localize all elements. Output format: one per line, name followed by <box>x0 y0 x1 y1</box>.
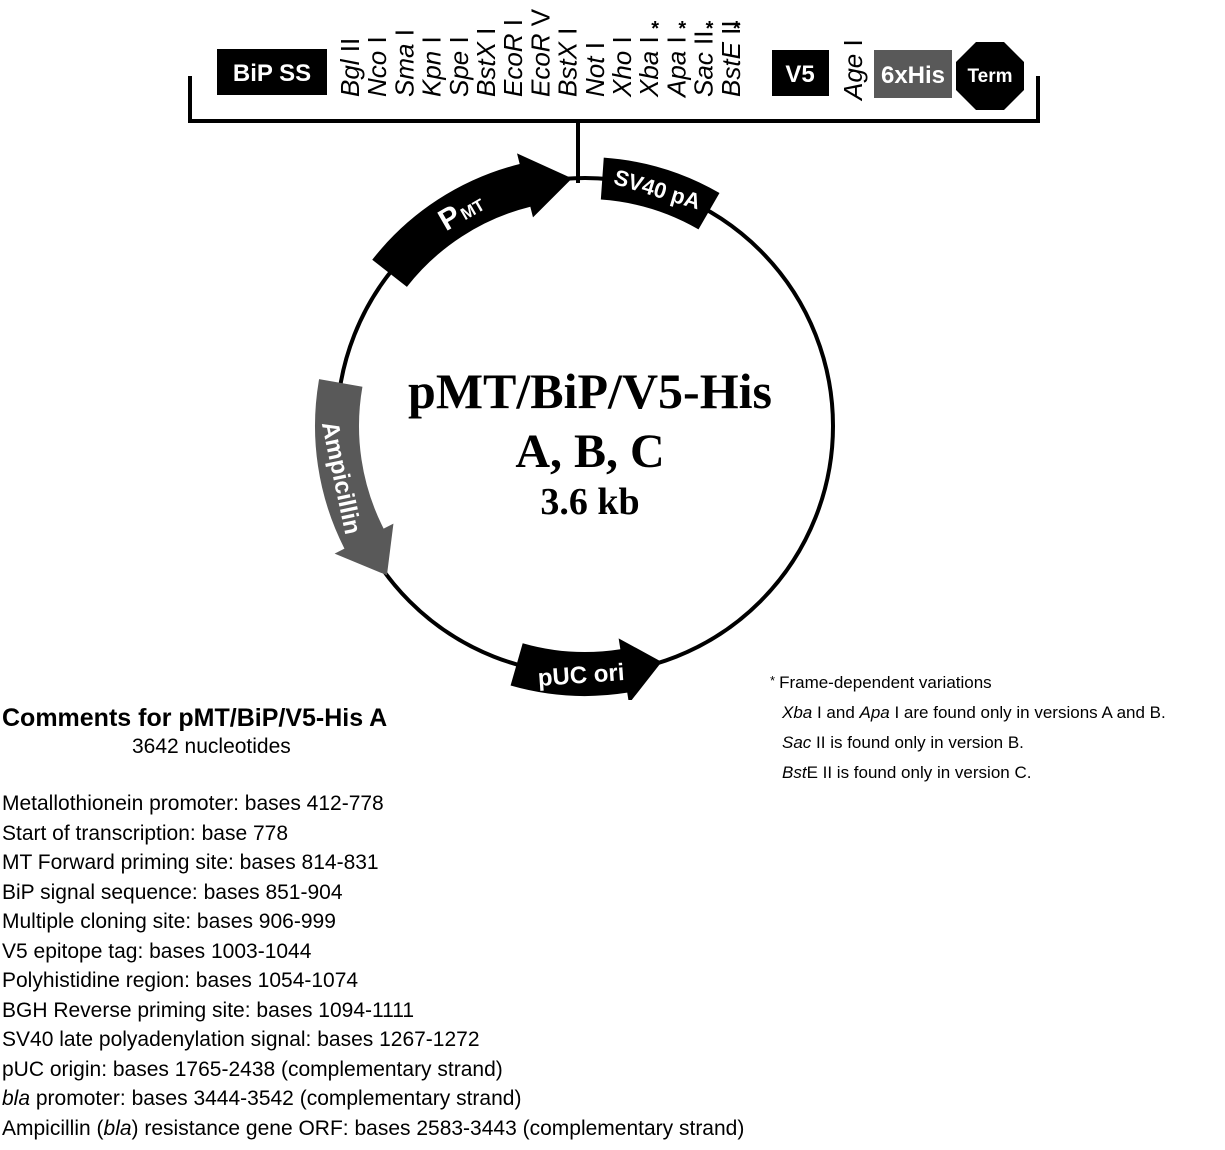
plasmid-name: pMT/BiP/V5-His <box>408 363 772 419</box>
comments-title: Comments for pMT/BiP/V5-His A <box>2 704 388 732</box>
site-kpn-i: Kpn I <box>417 36 447 97</box>
pmt-promoter-arrow <box>372 153 573 287</box>
site-xho-i: Xho I <box>607 36 637 98</box>
frame-variation-star: * <box>651 18 659 40</box>
sv40-pa-box <box>600 157 720 230</box>
site-sac-ii: Sac II <box>689 31 719 97</box>
site-bstx-i: BstX I <box>471 28 501 97</box>
frame-variation-star: * <box>678 18 686 40</box>
comments-section: Comments for pMT/BiP/V5-His A 3642 nucle… <box>2 704 902 1143</box>
comment-item: Multiple cloning site: bases 906-999 <box>2 910 336 933</box>
bip-ss-box <box>217 49 327 95</box>
site-sma-i: Sma I <box>389 29 419 97</box>
puc-ori-arrow <box>510 638 662 700</box>
term-label: Term <box>967 66 1012 87</box>
plasmid-versions: A, B, C <box>515 425 664 478</box>
footnote-line-1: Xba I and Apa I are found only in versio… <box>782 703 1166 722</box>
comment-item: pUC origin: bases 1765-2438 (complementa… <box>2 1057 503 1081</box>
footnote: *Frame-dependent variations Xba I and Ap… <box>770 668 1166 788</box>
comment-item: Ampicillin (bla) resistance gene ORF: ba… <box>2 1116 745 1140</box>
puc-ori-label: pUC ori <box>537 659 625 692</box>
site-spe-i: Spe I <box>444 36 474 97</box>
mcs-bracket <box>188 76 1040 123</box>
comment-item: BGH Reverse priming site: bases 1094-111… <box>2 998 415 1022</box>
comment-item: SV40 late polyadenylation signal: bases … <box>2 1028 480 1051</box>
site-bgl-ii: Bgl II <box>335 38 365 97</box>
term-octagon <box>956 42 1024 110</box>
ampicillin-arrow <box>314 379 394 576</box>
comments-list: Metallothionein promoter: bases 412-778 … <box>2 789 902 1143</box>
comment-item: BiP signal sequence: bases 851-904 <box>2 880 343 904</box>
site-age-i: Age I <box>838 39 868 102</box>
bip-ss-label: BiP SS <box>233 60 311 87</box>
plasmid-size: 3.6 kb <box>540 481 639 523</box>
site-not-i: Not I <box>580 42 610 97</box>
comment-item: MT Forward priming site: bases 814-831 <box>2 851 379 874</box>
comments-subtitle: 3642 nucleotides <box>132 735 291 758</box>
site-apa-i: Apa I <box>661 36 691 99</box>
his-tag-label: 6xHis <box>881 62 945 89</box>
comment-item: V5 epitope tag: bases 1003-1044 <box>2 939 312 963</box>
site-ecor-i: EcoR I <box>498 19 528 97</box>
v5-box <box>772 50 829 96</box>
frame-variation-star: * <box>733 18 741 40</box>
comment-item: Polyhistidine region: bases 1054-1074 <box>2 969 359 992</box>
footnote-line-2: Sac II is found only in version B. <box>782 733 1024 752</box>
site-bste-ii: BstE II <box>716 20 746 97</box>
footnote-title: *Frame-dependent variations <box>770 673 992 692</box>
his-tag-box <box>874 50 952 98</box>
footnote-star: * <box>770 673 776 688</box>
footnote-line-3: BstE II is found only in version C. <box>782 763 1032 782</box>
frame-variation-star: * <box>706 18 714 40</box>
site-nco-i: Nco I <box>362 36 392 97</box>
site-bstx-i: BstX I <box>553 28 583 97</box>
v5-label: V5 <box>785 61 814 88</box>
comment-item: Start of transcription: base 778 <box>2 821 288 845</box>
comment-item: bla promoter: bases 3444-3542 (complemen… <box>2 1087 522 1110</box>
comment-item: Metallothionein promoter: bases 412-778 <box>2 792 384 815</box>
site-xba-i: Xba I <box>634 36 664 98</box>
site-ecor-v: EcoR V <box>525 8 555 97</box>
